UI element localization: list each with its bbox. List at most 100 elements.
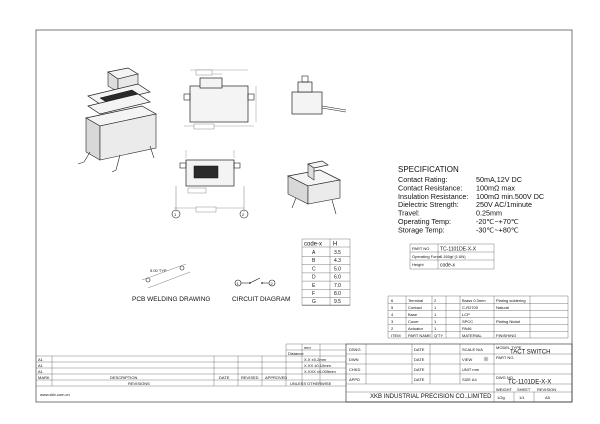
part-number-box: PART NO TC-1101DE-X-X Operating Force 0.… (409, 243, 495, 270)
height-cell: 5.0 (334, 266, 341, 272)
part-no-title-label: PART NO. (496, 355, 514, 360)
mat-finishing: FINISHING (496, 333, 516, 338)
size-label: SIZE A4 (462, 377, 477, 382)
spec-value: 50mA,12V DC (476, 175, 522, 184)
code-cell: E (312, 283, 316, 289)
rev-header-revised: REVISED (241, 375, 259, 380)
part-no-label: PART NO (412, 246, 429, 251)
code-cell: G (312, 299, 316, 305)
company-name: XKB INDUSTRIAL PRECISION CO.,LIMITED (370, 394, 492, 400)
rev-header-approved: APPROVED (265, 375, 287, 380)
mat-item-no: 5 (391, 305, 394, 310)
mat-item-no: 2 (391, 326, 394, 331)
mat-material: SPCC (462, 319, 473, 324)
date-label-1: DATE (414, 347, 425, 352)
mat-qty: 1 (434, 312, 437, 317)
spec-label: Dielectric Strength: (398, 200, 459, 209)
spec-label: Operating Temp: (398, 217, 451, 226)
mat-item-no: 4 (391, 312, 394, 317)
model-type-value: TACT SWITCH (510, 350, 550, 356)
view-label: VIEW (462, 357, 472, 362)
tol-caption: UNLESS OTHERWISE (290, 381, 332, 386)
isometric-exploded-view (77, 67, 157, 173)
revisions-caption: REVISIONS (128, 381, 150, 386)
side-view-drawing (291, 75, 347, 115)
spec-value: 250V AC/1minute (476, 200, 532, 209)
dwg-no-label: DWG NO. (496, 375, 514, 380)
spec-label: Contact Rating: (398, 175, 448, 184)
spec-label: Contact Resistance: (398, 183, 462, 192)
spec-value: 100mΩ min.500V DC (476, 192, 544, 201)
mat-item-no: 6 (391, 298, 394, 303)
svg-text:1: 1 (237, 281, 240, 286)
height-cell: 6.0 (334, 275, 341, 281)
appd-label: APPD (349, 377, 360, 382)
code-table-header-code: code-x (304, 242, 322, 248)
rev-row-1: A1 (38, 357, 44, 362)
tol-unit-label: mm (304, 345, 311, 350)
mat-part-name: Terminal (408, 298, 423, 303)
spec-value: -20℃~+70℃ (476, 217, 519, 226)
mat-qty: 1 (434, 319, 437, 324)
mat-qty: 1 (434, 326, 437, 331)
mat-part-name: Actuator (408, 326, 424, 331)
rev-row-3: A1 (38, 369, 44, 374)
mat-part-name: Base (408, 312, 418, 317)
chkd-label: CHKD (349, 367, 360, 372)
mat-material: MATERIAL (462, 333, 482, 338)
rev-row-2: A1 (38, 363, 44, 368)
bottom-view-drawing: 1 2 (171, 150, 249, 219)
mat-part-name: Cover (408, 319, 419, 324)
rev-header-date: DATE (219, 375, 230, 380)
spec-value: -30℃~+80℃ (476, 225, 519, 234)
circuit-diagram-caption: CIRCUIT DIAGRAM (232, 296, 290, 303)
mat-material: C-R2700 (462, 305, 479, 310)
height-cell: 3.5 (334, 250, 341, 256)
operating-force-value: 0.160gf (1.6N) (440, 254, 466, 259)
revision-label: REVISION (537, 387, 556, 392)
mat-material: PA46 (462, 326, 472, 331)
spec-title: SPECIFICATION (398, 165, 459, 174)
tol-row-3: X.XXX ±0.005mm (304, 369, 336, 374)
circuit-diagram: 1 2 CIRCUIT DIAGRAM (232, 277, 290, 303)
spec-label: Insulation Resistance: (398, 192, 468, 201)
mat-qty: 1 (434, 305, 437, 310)
model-type-label: MODEL TYPE (496, 345, 522, 350)
mat-item-no: ITEM (391, 333, 401, 338)
code-cell: D (312, 275, 316, 281)
pcb-dim-label: 5.00 TYP (150, 268, 167, 273)
specification-block: SPECIFICATION Contact Rating: 50mA,12V DC… (398, 165, 544, 234)
code-cell: C (312, 266, 316, 272)
code-table-header-h: H (333, 242, 337, 248)
weight-value: 1/2g (497, 395, 505, 400)
svg-text:2: 2 (271, 281, 274, 286)
mat-finishing: Natural (496, 305, 509, 310)
weight-label: WEIGHT (496, 387, 513, 392)
scale-label: SCALE N/A (462, 347, 483, 352)
tol-header: Distance (288, 351, 304, 356)
sheet-border (35, 29, 573, 403)
dwg-no-value: TC-1101DE-X-X (508, 380, 551, 386)
title-block: DSNG DWN CHKD APPD DATE DATE DATE DATE S… (345, 343, 573, 403)
height-label: Height (412, 262, 424, 267)
date-label-3: DATE (414, 367, 425, 372)
revision-block: A1 A1 A1 MARK DESCRIPTION DATE REVISED A… (36, 343, 346, 387)
mat-part-name: Contact (408, 305, 423, 310)
operating-force-label: Operating Force (412, 254, 442, 259)
height-cell: 9.5 (334, 299, 341, 305)
height-cell: 4.3 (334, 258, 341, 264)
footer-website: www.xkb.com.cn (40, 392, 70, 397)
sheet-label: SHEET (517, 387, 531, 392)
mat-qty: 2 (434, 298, 437, 303)
top-view-drawing (183, 69, 257, 130)
spec-value: 100mΩ max (476, 183, 515, 192)
code-cell: B (312, 258, 316, 264)
height-value: code-x (440, 263, 456, 269)
height-cell: 7.0 (334, 283, 341, 289)
dwn-label: DWN (349, 357, 359, 362)
mat-material: LCP (462, 312, 470, 317)
unit-label: UNIT mm (462, 367, 480, 372)
